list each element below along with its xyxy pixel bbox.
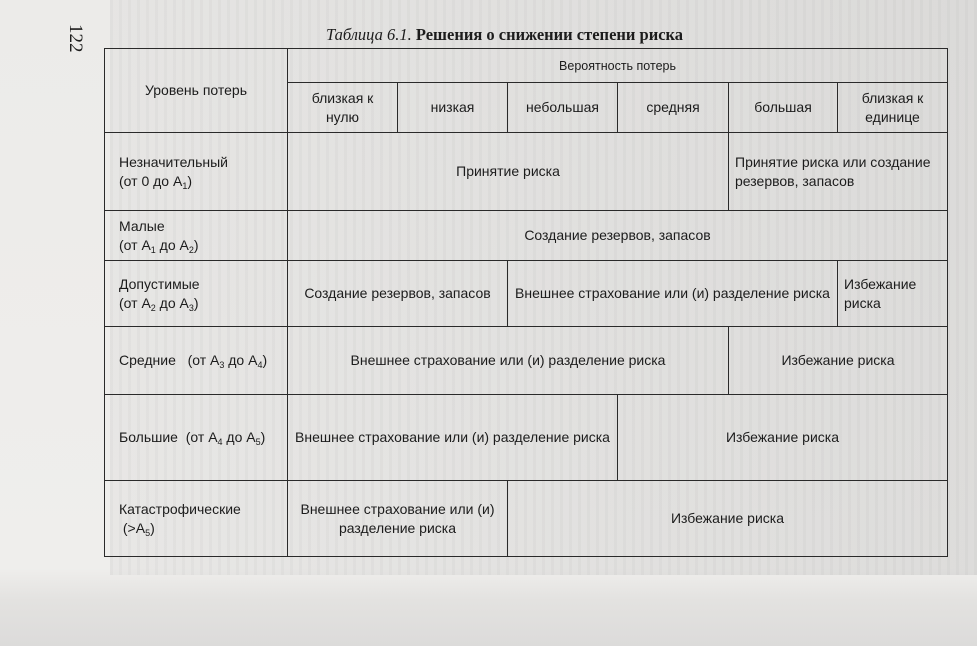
prob-level-small: небольшая [507,82,618,133]
decision-cell: Избежание риска [836,260,949,327]
decision-cell: Внешнее страхование или (и) разделение р… [507,260,838,327]
table-caption: Таблица 6.1. Решения о снижении степени … [326,25,683,45]
loss-level-cell: Средние (от A3 до A4) [104,326,288,395]
decision-cell: Принятие риска [287,132,729,211]
decision-cell: Принятие риска или создание резервов, за… [727,132,949,211]
loss-level-cell: Малые (от A1 до A2) [104,210,288,261]
loss-level-cell: Незначительный (от 0 до A1) [104,132,288,211]
loss-level-cell: Катастрофические (>A5) [104,480,288,557]
prob-level-near-one: близкая к единице [836,82,949,133]
risk-decision-table: Уровень потерь Вероятность потерь близка… [104,48,949,557]
prob-level-medium: средняя [617,82,729,133]
caption-title: Решения о снижении степени риска [415,25,684,44]
decision-cell: Избежание риска [616,394,949,481]
probability-header: Вероятность потерь [286,48,949,83]
decision-cell: Внешнее страхование или (и) разделение р… [287,394,618,481]
table-row: Катастрофические (>A5) Внешнее страхован… [104,480,949,557]
loss-level-cell: Большие (от A4 до A5) [104,394,288,481]
header-row: Уровень потерь Вероятность потерь [104,48,949,133]
decision-cell: Внешнее страхование или (и) разделение р… [287,326,729,395]
decision-cell: Избежание риска [727,326,949,395]
corner-header: Уровень потерь [104,48,288,133]
table-row: Малые (от A1 до A2) Создание резервов, з… [104,210,949,261]
table-row: Средние (от A3 до A4) Внешнее страховани… [104,326,949,395]
prob-level-large: большая [728,82,838,133]
prob-level-near-zero: близкая к нулю [287,82,398,133]
loss-level-cell: Допустимые (от A2 до A3) [104,260,288,327]
probability-levels-row: близкая к нулю низкая небольшая средняя … [105,82,949,133]
caption-number: Таблица 6.1. [326,25,412,44]
decision-cell: Создание резервов, запасов [287,260,508,327]
prob-level-low: низкая [397,82,508,133]
decision-cell: Создание резервов, запасов [286,210,949,261]
decision-cell: Избежание риска [506,480,949,557]
decision-cell: Внешнее страхование или (и) разделение р… [287,480,508,557]
table-row: Допустимые (от A2 до A3) Создание резерв… [104,260,949,327]
table-row: Незначительный (от 0 до A1) Принятие рис… [104,132,949,211]
table-row: Большие (от A4 до A5) Внешнее страховани… [104,394,949,481]
page-number: 122 [65,24,86,53]
